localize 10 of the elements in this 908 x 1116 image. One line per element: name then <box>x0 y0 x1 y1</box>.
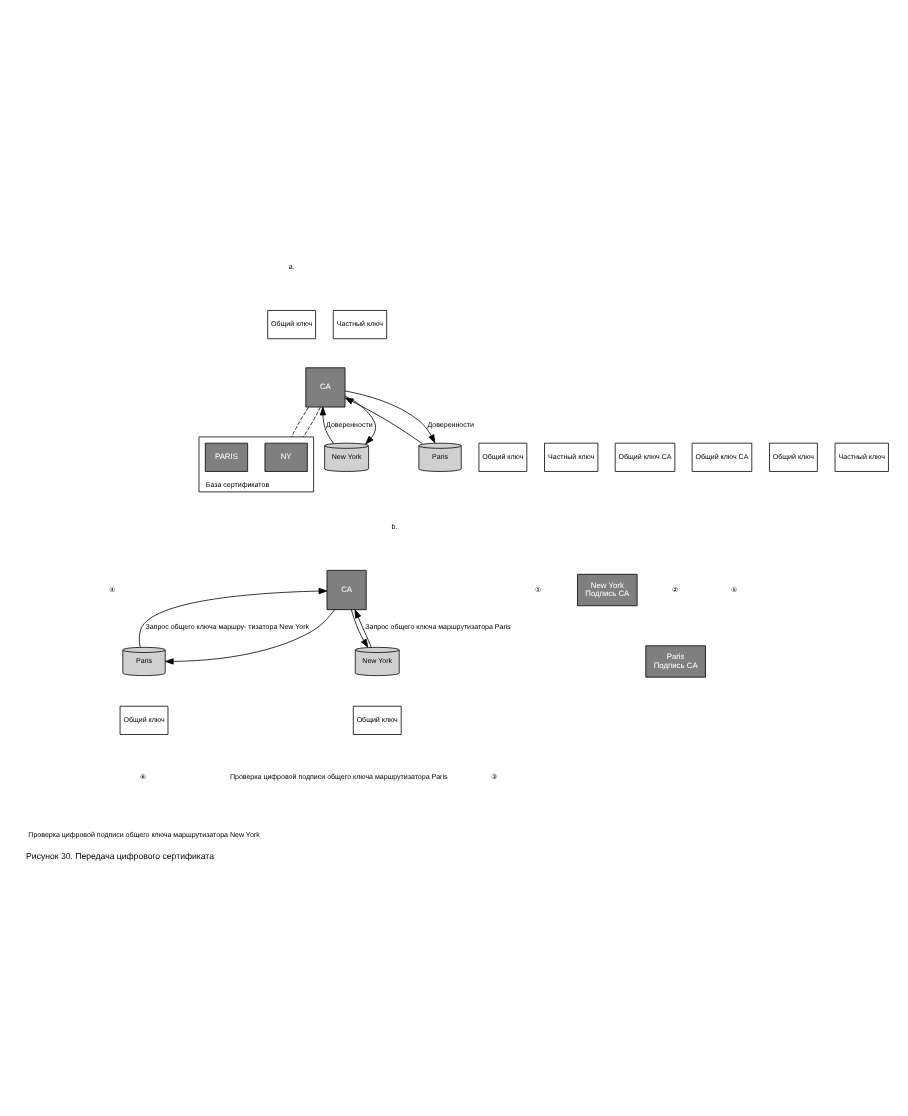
arrow <box>344 394 376 444</box>
arrow <box>354 608 372 647</box>
arrow <box>164 608 336 664</box>
arrow <box>350 608 369 647</box>
arrow <box>319 405 334 443</box>
arrow <box>344 389 436 443</box>
arrow <box>138 586 328 647</box>
arrow <box>344 396 423 444</box>
connector <box>302 405 321 437</box>
connector <box>291 405 309 437</box>
